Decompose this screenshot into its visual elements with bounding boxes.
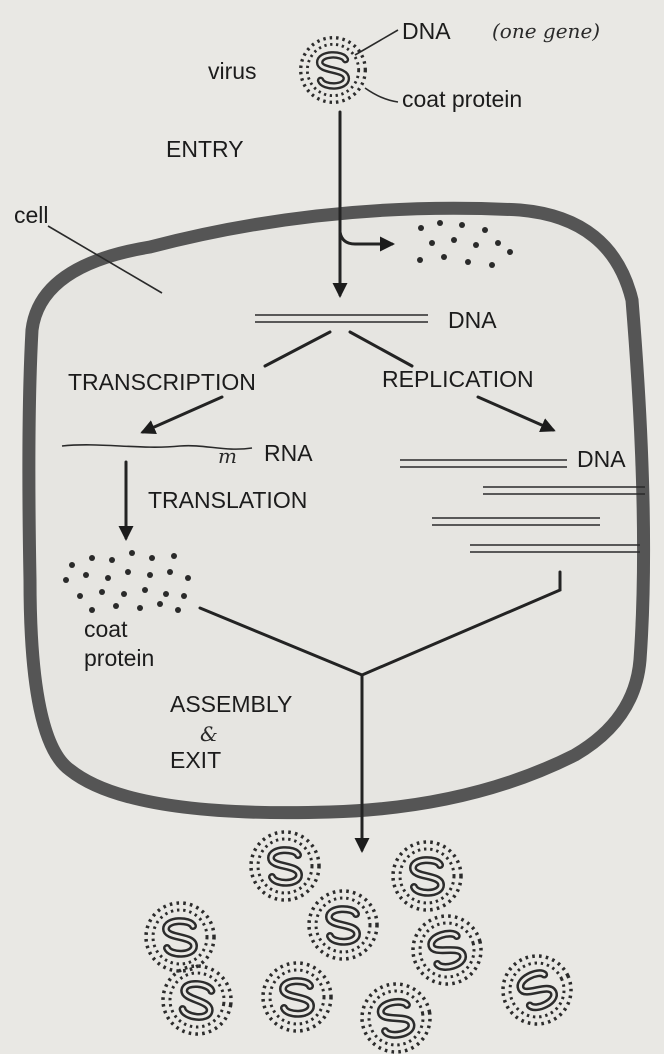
virus-particle-top — [301, 38, 366, 103]
dna-top-label: DNA — [402, 18, 451, 44]
and-symbol: & — [200, 722, 218, 746]
cell-label: cell — [14, 202, 49, 228]
progeny-virus-particles — [146, 832, 582, 1054]
assembly-label: ASSEMBLY — [170, 691, 292, 717]
cell-membrane — [29, 208, 644, 812]
dna-pointer-line — [355, 30, 398, 55]
exit-label: EXIT — [170, 747, 221, 773]
coat-protein-label-line2: protein — [84, 645, 154, 671]
coat-protein-label-line1: coat — [84, 616, 128, 642]
dna-right-label: DNA — [577, 446, 626, 472]
transcription-label: TRANSCRIPTION — [68, 369, 256, 395]
rna-label: RNA — [264, 440, 313, 466]
translation-label: TRANSLATION — [148, 487, 307, 513]
replication-label: REPLICATION — [382, 366, 534, 392]
handwritten-note: (one gene) — [492, 19, 600, 43]
virus-label: virus — [208, 58, 257, 84]
coat-protein-pointer-line — [365, 88, 398, 102]
entry-label: ENTRY — [166, 136, 244, 162]
mrna-m-prefix: m — [218, 444, 237, 468]
coat-protein-top-label: coat protein — [402, 86, 522, 112]
dna-center-label: DNA — [448, 307, 497, 333]
